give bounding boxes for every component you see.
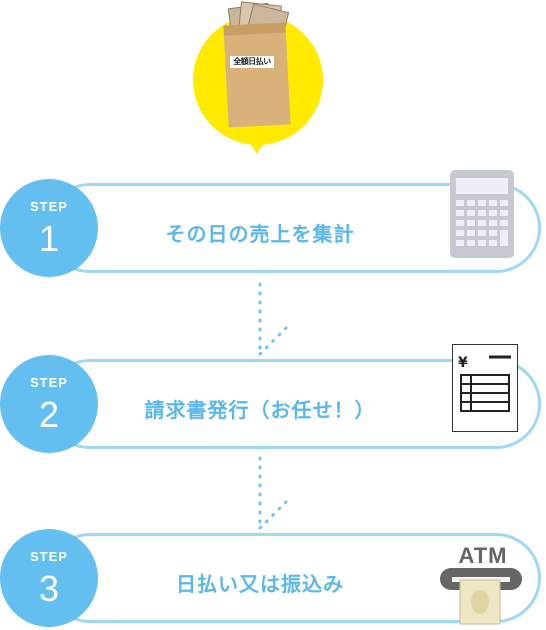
step-connector-1 — [258, 282, 288, 356]
currency-symbol: ¥ — [458, 355, 468, 371]
atm-label: ATM — [458, 543, 508, 568]
step-2-number: 2 — [38, 394, 60, 435]
calculator-icon — [450, 170, 514, 258]
step-1-number: 1 — [38, 218, 60, 259]
step-connector-2 — [258, 456, 288, 530]
step-3-badge: STEP 3 — [0, 529, 98, 627]
step-1-badge: STEP 1 — [0, 179, 98, 277]
badge-pointer — [247, 138, 267, 154]
cash-envelope-icon: 全額日払い — [222, 0, 302, 130]
envelope-label: 全額日払い — [230, 56, 274, 68]
step-3-word: STEP — [30, 549, 68, 564]
step-1-text: その日の売上を集計 — [165, 222, 355, 246]
cash-envelope-graphic — [223, 1, 291, 128]
step-2-badge: STEP 2 — [0, 355, 98, 453]
step-3-number: 3 — [38, 568, 60, 609]
atm-icon — [440, 568, 522, 625]
step-1-word: STEP — [30, 199, 68, 214]
step-2-word: STEP — [30, 375, 68, 390]
invoice-icon: ¥ — [452, 344, 518, 432]
step-3-text: 日払い又は振込み — [176, 572, 344, 596]
step-2-text: 請求書発行（お任せ！） — [144, 398, 376, 422]
